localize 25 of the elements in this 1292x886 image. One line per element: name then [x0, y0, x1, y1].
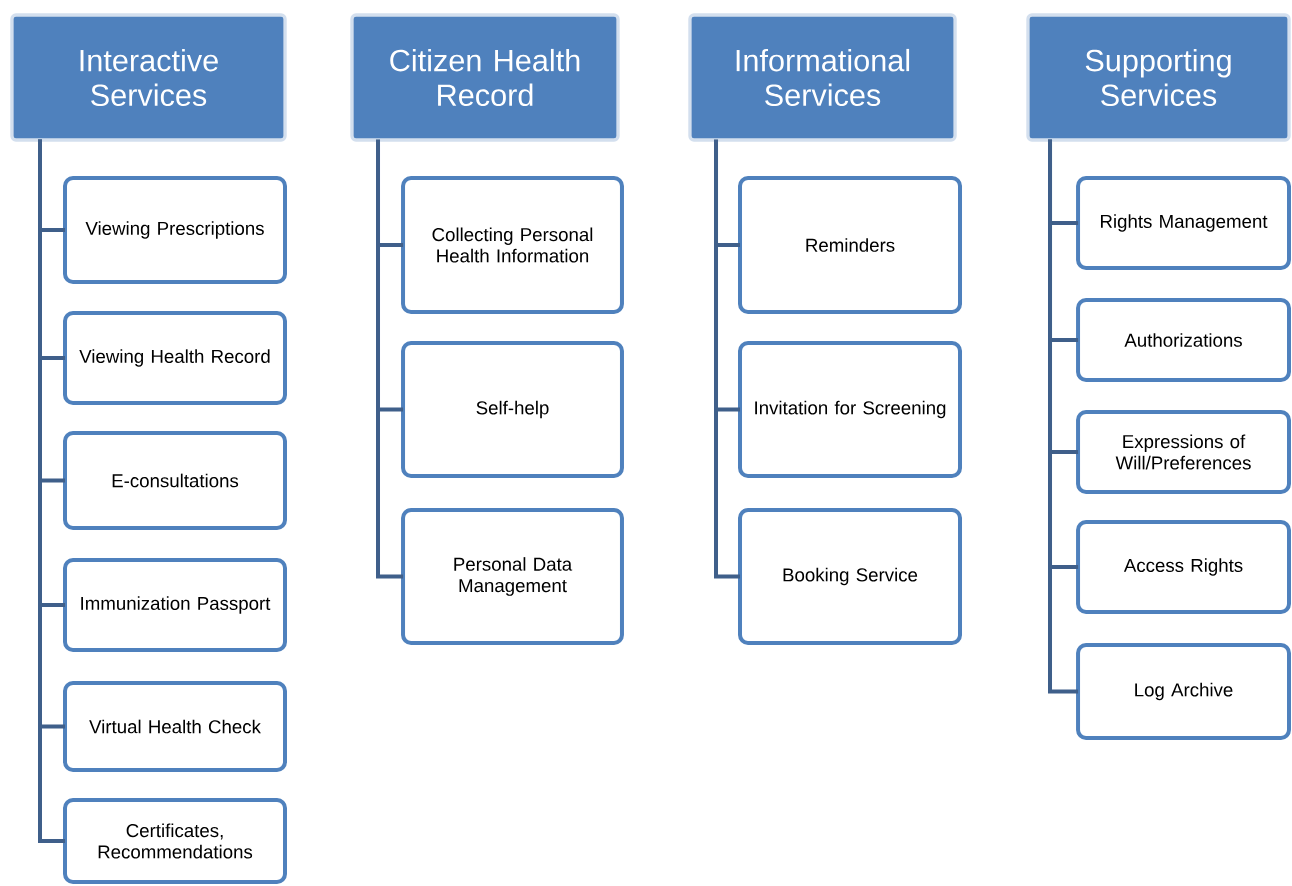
connector [1048, 139, 1079, 694]
service-box: Authorizations [1076, 298, 1291, 382]
service-box: Log Archive [1076, 642, 1291, 741]
service-box: Viewing Health Record [63, 311, 287, 405]
connector [376, 139, 404, 579]
connector [38, 139, 65, 843]
service-box: Reminders [738, 176, 962, 314]
connector [714, 139, 740, 579]
service-box: Invitation for Screening [738, 340, 962, 479]
service-box: Access Rights [1076, 520, 1291, 614]
service-box: Viewing Prescriptions [63, 176, 287, 284]
service-box: Certificates, Recommendations [63, 798, 287, 884]
service-box: Rights Management [1076, 176, 1291, 270]
service-box: Virtual Health Check [63, 681, 287, 772]
service-box: Personal Data Management [401, 508, 624, 646]
service-box: Immunization Passport [63, 558, 287, 652]
service-box: E-consultations [63, 431, 287, 530]
service-box: Expressions of Will/Preferences [1076, 410, 1291, 494]
category-header-box: Informational Services [688, 13, 957, 142]
service-box: Collecting Personal Health Information [401, 176, 624, 314]
category-header-box: Supporting Services [1026, 13, 1291, 142]
category-header-box: Interactive Services [10, 13, 287, 142]
service-box: Self-help [401, 340, 624, 479]
service-box: Booking Service [738, 508, 962, 646]
category-header-box: Citizen Health Record [350, 13, 620, 142]
